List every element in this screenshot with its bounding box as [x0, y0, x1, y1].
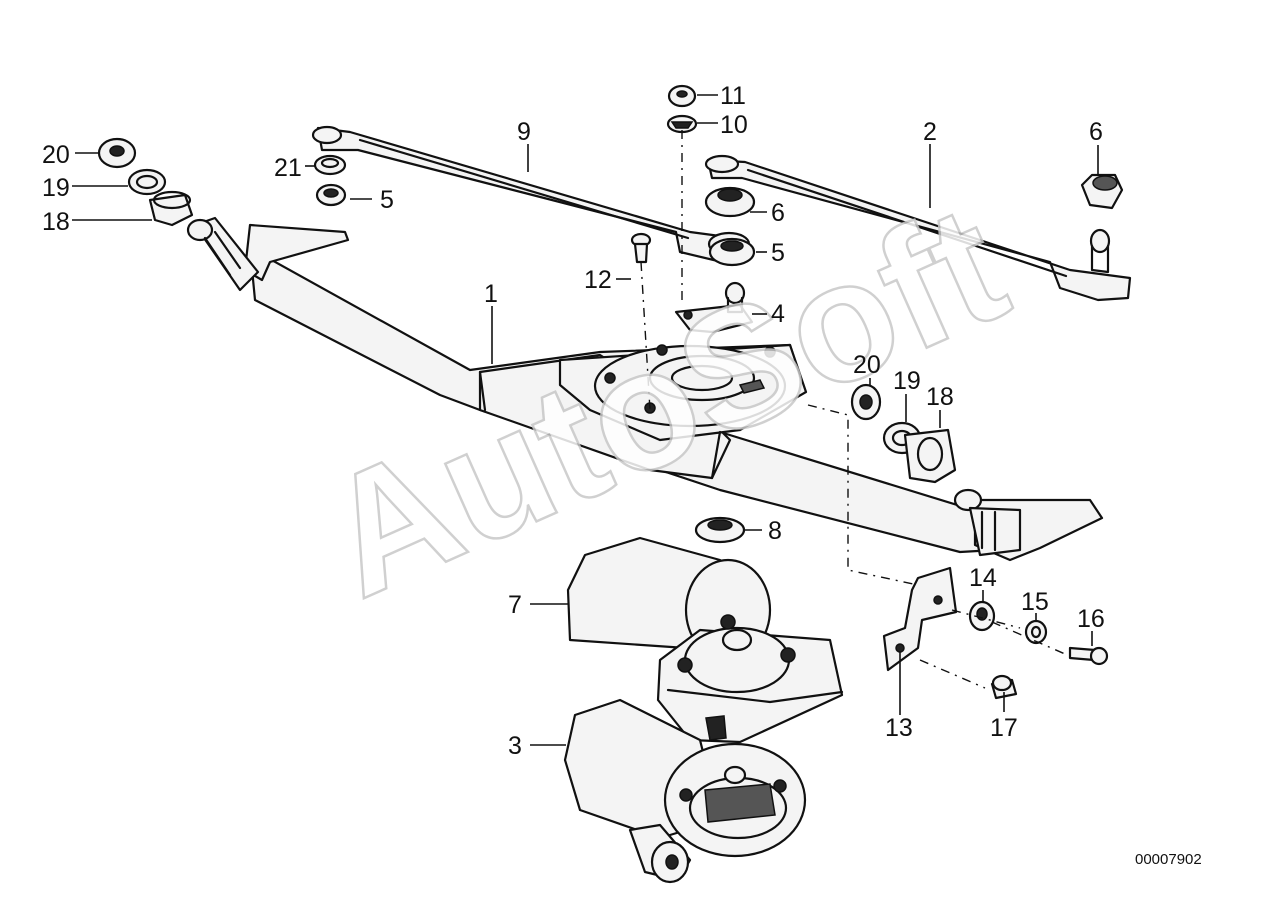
- callout-9: 8: [768, 517, 782, 545]
- callout-8: 7: [508, 591, 522, 619]
- callout-5-center: 5: [771, 239, 785, 267]
- wiper-motor-7: [563, 698, 807, 884]
- grommet-6-right: [1080, 173, 1124, 210]
- rubber-ring-9: [694, 516, 746, 544]
- bushing-right: [903, 428, 957, 484]
- callout-3: 9: [517, 118, 531, 146]
- sleeve-15: [1024, 619, 1048, 645]
- callout-4: 4: [771, 300, 785, 328]
- callout-labels: 20 19 18 21 5 9 2 6 11 10 6 5 4 12 1 20 …: [42, 82, 1105, 760]
- grommet-6-center: [704, 186, 756, 218]
- callout-11: 11: [720, 82, 746, 110]
- bolt-16: [1068, 646, 1109, 666]
- callout-13: 13: [885, 714, 913, 742]
- washer-left: [127, 168, 167, 196]
- bracket-13: [882, 566, 958, 672]
- callout-20-right: 20: [853, 351, 881, 379]
- callout-7: 3: [508, 732, 522, 760]
- grommet-5-center: [708, 237, 756, 267]
- callout-18-left: 18: [42, 208, 70, 236]
- nut-left: [97, 137, 137, 169]
- callout-16: 16: [1077, 605, 1105, 633]
- assembly-lines: [640, 130, 1066, 689]
- wiper-linkage-frame: [186, 216, 1104, 562]
- bushing-left: [148, 190, 194, 227]
- leader-lines: [72, 94, 1099, 746]
- callout-19-right: 19: [893, 367, 921, 395]
- grommet-14: [968, 600, 996, 632]
- grommet-21: [313, 154, 347, 176]
- bolt-17: [990, 674, 1018, 700]
- ball-pin-4: [674, 281, 754, 334]
- connecting-rod-left: [311, 125, 751, 264]
- callout-5-left: 5: [380, 186, 394, 214]
- washer-10: [666, 114, 698, 134]
- bolt-12: [630, 232, 652, 264]
- callout-6-center: 6: [771, 199, 785, 227]
- callout-21: 21: [274, 154, 302, 182]
- callout-12: 12: [584, 266, 612, 294]
- callout-18-right: 18: [926, 383, 954, 411]
- callout-20-left: 20: [42, 141, 70, 169]
- callout-17: 17: [990, 714, 1018, 742]
- nut-right: [850, 383, 882, 421]
- callout-15: 15: [1021, 588, 1049, 616]
- callout-2: 2: [923, 118, 937, 146]
- callout-14: 14: [969, 564, 997, 592]
- callout-6-right: 6: [1089, 118, 1103, 146]
- document-id: 00007902: [1135, 851, 1202, 868]
- wiper-motor-8: [566, 536, 844, 744]
- grommet-5-left: [315, 183, 347, 207]
- callout-10: 10: [720, 111, 748, 139]
- callout-1: 1: [484, 280, 498, 308]
- callout-19-left: 19: [42, 174, 70, 202]
- connecting-rod-right: [704, 154, 1132, 302]
- nut-11: [667, 84, 697, 108]
